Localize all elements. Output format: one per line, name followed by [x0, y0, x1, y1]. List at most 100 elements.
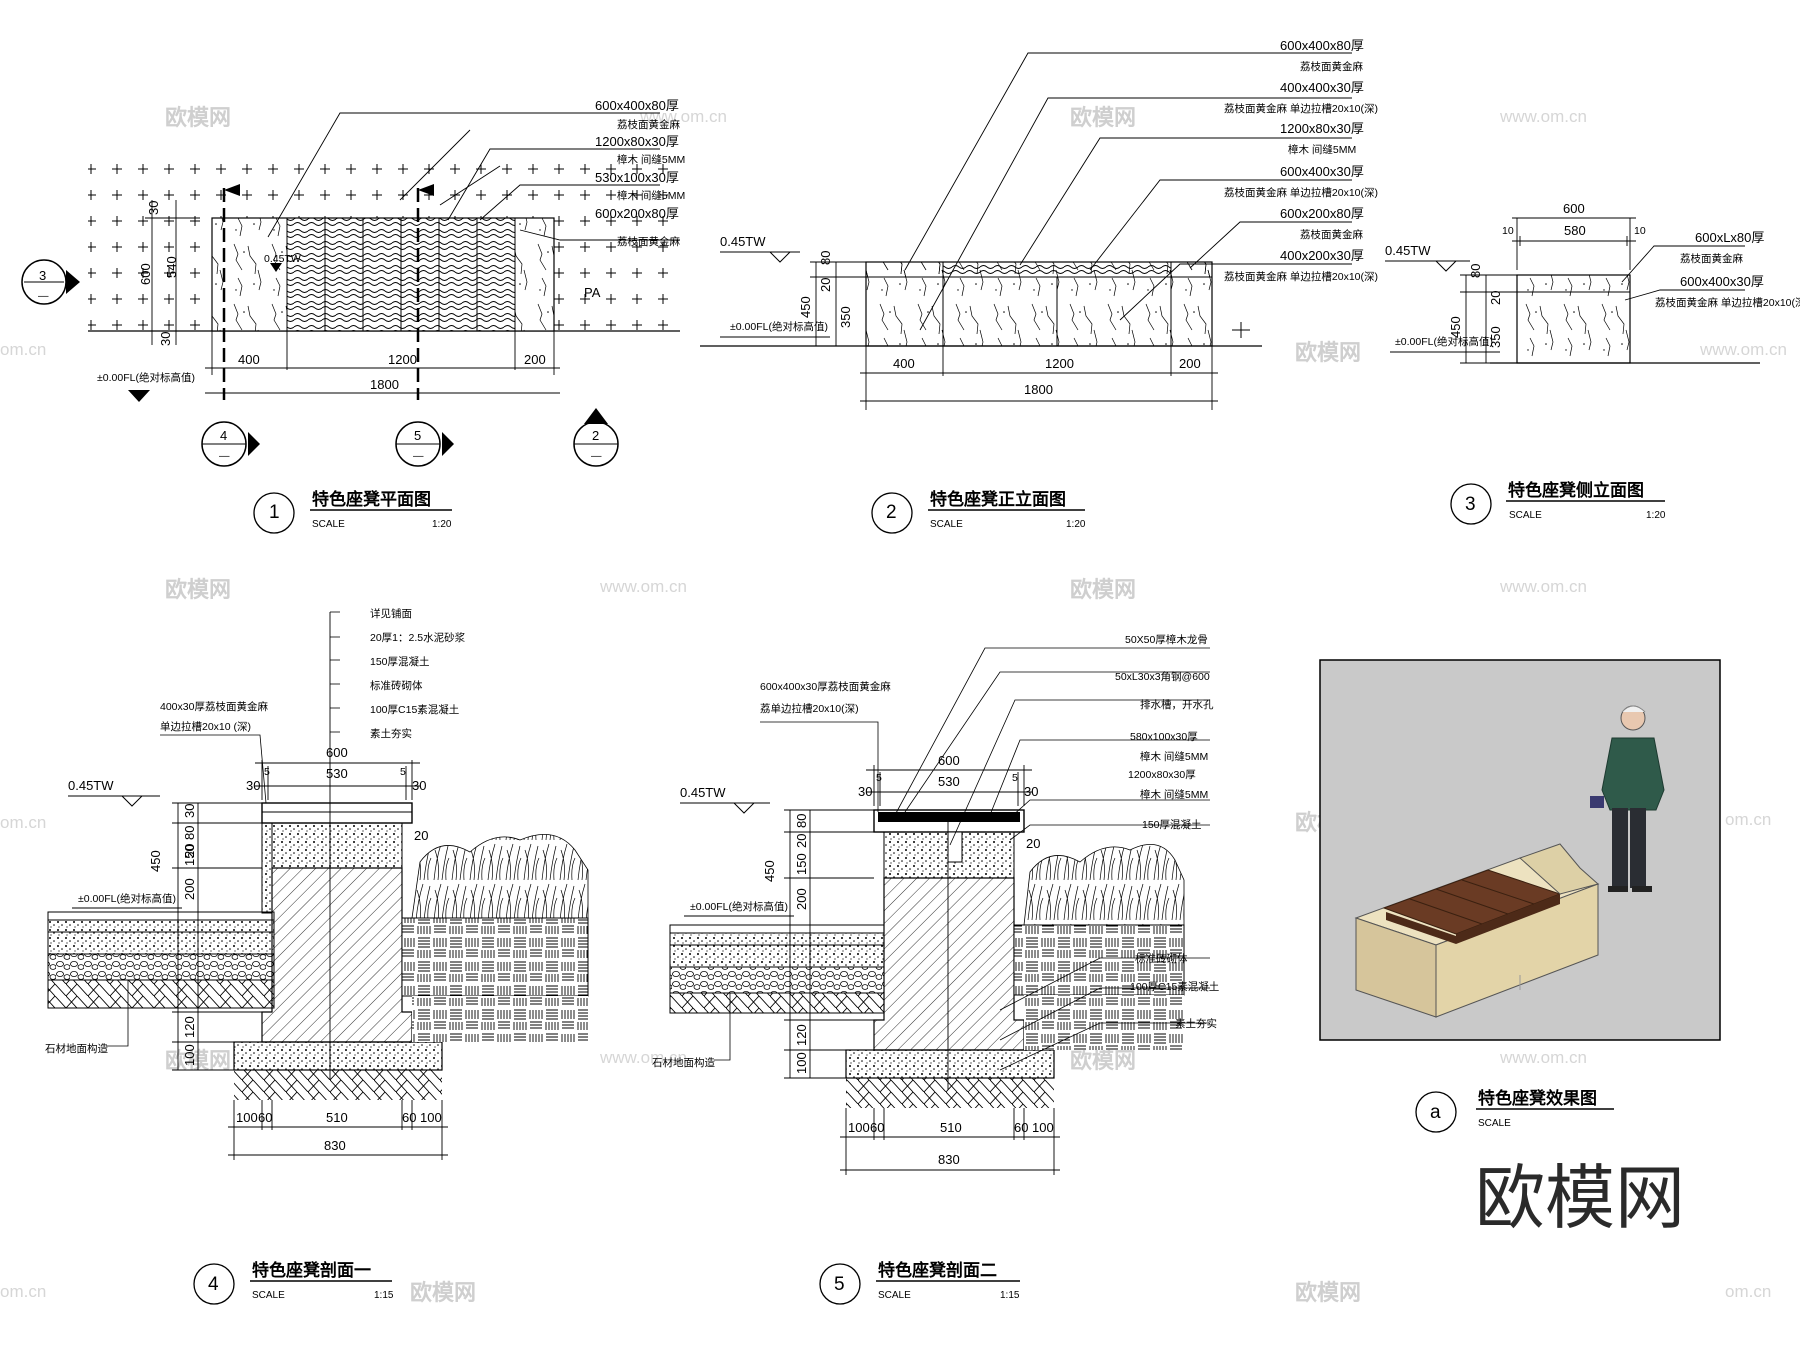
sec1-label-top-5: 素土夯实	[370, 727, 412, 740]
front-label-7: 荔枝面黄金麻 单边拉槽20x10(深)	[1224, 186, 1378, 199]
side-dim-left-1: 20	[1488, 291, 1503, 305]
section-marker-2-number: 2	[592, 428, 599, 443]
drawing-1-plan: 600x400x80厚 荔枝面黄金麻 1200x80x30厚 樟木 间缝5MM …	[21, 98, 685, 534]
section-marker-2-dash: —	[591, 450, 602, 462]
plan-dim-bottom-2: 200	[524, 352, 546, 367]
sec2-dim-bottom-4: 100	[1032, 1120, 1054, 1135]
sec1-level-top: 0.45TW	[68, 778, 114, 793]
title-block-1: 1 特色座凳平面图 SCALE 1:20	[253, 489, 452, 534]
watermark-url: www.om.cn	[1499, 107, 1587, 126]
side-dim-top-3: 10	[1634, 225, 1646, 237]
section-marker-4: 4 —	[201, 421, 260, 467]
watermark-url: om.cn	[1725, 810, 1771, 829]
sec2-label-left-1: 荔单边拉槽20x10(深)	[760, 702, 859, 715]
watermark-logo: 欧模网	[165, 105, 231, 130]
sec1-dim-total: 830	[324, 1138, 346, 1153]
title-2-scale-label: SCALE	[930, 519, 963, 530]
sec2-label-right-1: 50xL30x3角钢@600	[1115, 670, 1210, 683]
side-dim-top-0: 600	[1563, 201, 1585, 216]
section-marker-4-dash: —	[219, 450, 230, 462]
sec2-label-left-0: 600x400x30厚荔枝面黄金麻	[760, 680, 891, 693]
watermark-url: www.om.cn	[1499, 577, 1587, 596]
side-label-0: 600xLx80厚	[1695, 230, 1764, 245]
section-marker-2: 2 —	[573, 408, 619, 467]
watermarks: 欧模网 www.om.cn 欧模网 www.om.cn om.cn 欧模网 ww…	[0, 105, 1787, 1305]
sec2-dim-left-0: 80	[794, 814, 809, 828]
sec1-dim-bottom-0: 100	[236, 1110, 258, 1125]
title-1-text: 特色座凳平面图	[312, 489, 431, 509]
watermark-url: om.cn	[0, 340, 46, 359]
watermark-logo: 欧模网	[1295, 340, 1361, 365]
title-2-scale: 1:20	[1066, 519, 1086, 530]
sec2-dim-top-0: 600	[938, 753, 960, 768]
sec2-dim-left-3: 150	[794, 853, 809, 875]
side-label-2: 600x400x30厚	[1680, 274, 1764, 289]
front-dim-bottom-2: 200	[1179, 356, 1201, 371]
sec1-dim-bottom-2: 510	[326, 1110, 348, 1125]
front-label-10: 400x200x30厚	[1280, 248, 1364, 263]
sec2-dim-20: 20	[1026, 836, 1040, 851]
front-label-5: 樟木 间缝5MM	[1288, 143, 1356, 156]
title-block-4: 4 特色座凳剖面一 SCALE 1:15	[193, 1260, 394, 1305]
sec1-label-top-4: 100厚C15素混凝土	[370, 703, 459, 716]
sec2-label-bottom: 石材地面构造	[652, 1056, 715, 1069]
sec1-dim-20: 20	[414, 828, 428, 843]
sec2-dim-bottom-2: 510	[940, 1120, 962, 1135]
plan-label-7: 荔枝面黄金麻	[617, 235, 680, 248]
drawing-2-front-elevation: 600x400x80厚 荔枝面黄金麻 400x400x30厚 荔枝面黄金麻 单边…	[700, 38, 1378, 534]
sec1-label-top-2: 150厚混凝土	[370, 655, 430, 668]
plan-dim-left-1: 540	[164, 256, 179, 278]
plan-label-6: 600x200x80厚	[595, 206, 679, 221]
plan-label-4: 530x100x30厚	[595, 170, 679, 185]
sec2-label-right-8: 标准砖砌体	[1135, 952, 1188, 965]
front-dim-left-1: 20	[818, 278, 833, 292]
front-label-3: 荔枝面黄金麻 单边拉槽20x10(深)	[1224, 102, 1378, 115]
section-marker-5: 5 —	[395, 421, 454, 467]
title-4-text: 特色座凳剖面一	[252, 1260, 371, 1280]
front-label-8: 600x200x80厚	[1280, 206, 1364, 221]
sec1-dim-left-1: 80	[182, 826, 197, 840]
title-1-scale: 1:20	[432, 519, 452, 530]
sec1-dim-left-0: 30	[182, 804, 197, 818]
plan-label-5: 樟木 间缝5MM	[617, 189, 685, 202]
title-4-scale-label: SCALE	[252, 1290, 285, 1301]
title-3-number: 3	[1465, 494, 1476, 515]
title-block-a: a 特色座凳效果图 SCALE	[1415, 1088, 1614, 1133]
plan-level-bottom: ±0.00FL(绝对标高值)	[97, 371, 195, 384]
sec1-label-bottom: 石材地面构造	[45, 1042, 108, 1055]
sec2-level-top: 0.45TW	[680, 785, 726, 800]
sec2-label-right-2: 排水槽，开水孔	[1140, 698, 1214, 711]
sec2-dim-top-5: 30	[1024, 784, 1038, 799]
sec2-dim-top-3: 5	[876, 772, 882, 784]
sec2-label-right-7: 150厚混凝土	[1142, 818, 1202, 831]
sec2-dim-total: 830	[938, 1152, 960, 1167]
sec1-dim-top-2: 30	[246, 778, 260, 793]
sec1-label-top-1: 20厚1：2.5水泥砂浆	[370, 631, 466, 644]
plan-dim-total: 1800	[370, 377, 399, 392]
sec1-dim-top-0: 600	[326, 745, 348, 760]
sec2-dim-left-2: 450	[762, 860, 777, 882]
sec1-label-left-0: 400x30厚荔枝面黄金麻	[160, 700, 268, 713]
front-level-top: 0.45TW	[720, 234, 766, 249]
sec1-dim-bottom-4: 100	[420, 1110, 442, 1125]
front-dim-bottom-1: 1200	[1045, 356, 1074, 371]
watermark-logo: 欧模网	[165, 577, 231, 602]
side-dim-top-1: 10	[1502, 225, 1514, 237]
title-a-scale-label: SCALE	[1478, 1118, 1511, 1129]
title-5-text: 特色座凳剖面二	[878, 1260, 997, 1280]
render-a: a 特色座凳效果图 SCALE	[1319, 659, 1721, 1133]
sec2-dim-top-4: 5	[1012, 772, 1018, 784]
plan-dim-left-0: 30	[146, 201, 161, 215]
sec2-dim-left-6: 100	[794, 1052, 809, 1074]
side-label-3: 荔枝面黄金麻 单边拉槽20x10(深)	[1655, 296, 1800, 309]
drawing-5-section-2: 50X50厚樟木龙骨 50xL30x3角钢@600 排水槽，开水孔 580x10…	[652, 633, 1219, 1305]
watermark-logo: 欧模网	[410, 1280, 476, 1305]
sec1-label-top-3: 标准砖砌体	[370, 679, 423, 692]
sec2-dim-bottom-1: 60	[870, 1120, 884, 1135]
watermark-url: www.om.cn	[599, 577, 687, 596]
watermark-url: www.om.cn	[599, 1048, 687, 1067]
title-4-scale: 1:15	[374, 1290, 394, 1301]
title-3-scale: 1:20	[1646, 510, 1666, 521]
sec1-dim-bottom-3: 60	[402, 1110, 416, 1125]
sec1-dim-top-3: 5	[264, 766, 270, 778]
